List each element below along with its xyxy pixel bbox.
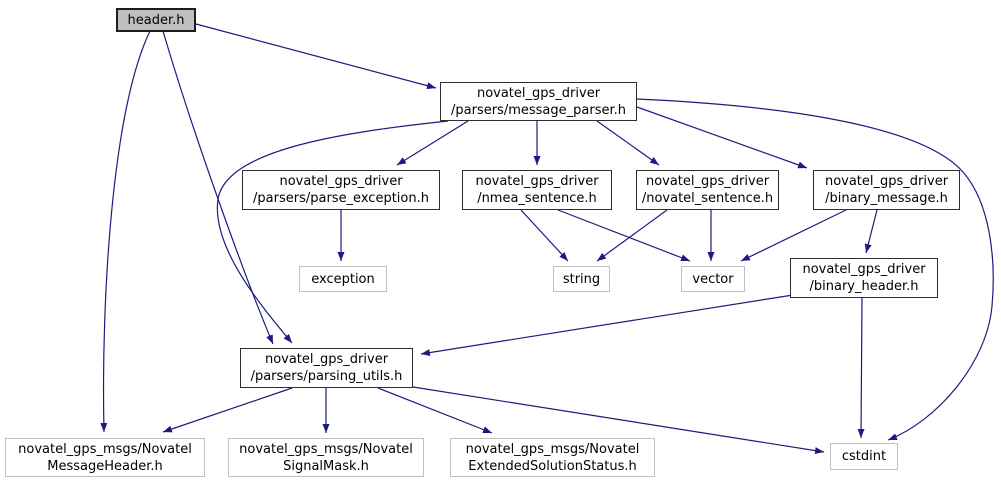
node-label: MessageHeader.h: [47, 458, 163, 474]
node-label: /parsers/parsing_utils.h: [250, 369, 403, 384]
node-label: header.h: [127, 12, 185, 28]
node-label: novatel_gps_driver: [476, 85, 601, 101]
node-label: novatel_gps_driver: [645, 174, 770, 189]
node-label: /binary_message.h: [825, 191, 948, 206]
node-label: /nmea_sentence.h: [477, 191, 597, 206]
node-label: novatel_gps_driver: [264, 352, 389, 367]
node-label: novatel_gps_driver: [802, 262, 926, 277]
edge-parsing_utils-to-extended_solution_status: [377, 387, 493, 434]
edge-message_parser-to-binary_message: [636, 106, 808, 169]
node-label: vector: [692, 271, 734, 287]
node-label: novatel_gps_driver: [279, 174, 403, 189]
node-label: /binary_header.h: [809, 279, 919, 294]
node-parsing-utils-h[interactable]: novatel_gps_driver /parsers/parsing_util…: [240, 348, 413, 388]
edge-nmea_sentence-to-string: [520, 209, 569, 262]
node-cstdint: cstdint: [830, 443, 898, 470]
node-novatel-sentence-h[interactable]: novatel_gps_driver /novatel_sentence.h: [636, 170, 779, 210]
node-binary-message-h[interactable]: novatel_gps_driver /binary_message.h: [813, 170, 960, 210]
node-label: novatel_gps_msgs/Novatel: [239, 441, 413, 457]
node-vector: vector: [681, 266, 745, 292]
node-string: string: [553, 266, 610, 292]
node-header-h[interactable]: header.h: [116, 8, 196, 32]
edge-binary_header-to-parsing_utils: [420, 294, 794, 357]
node-label: novatel_gps_driver: [824, 174, 949, 189]
node-label: exception: [311, 271, 375, 287]
node-label: ExtendedSolutionStatus.h: [468, 458, 637, 474]
edge-parsing_utils-to-novatel_message_header: [162, 387, 293, 433]
edge-header-to-novatel_message_header: [100, 30, 151, 433]
node-extended-solution-status-h: novatel_gps_msgs/Novatel ExtendedSolutio…: [450, 438, 655, 477]
node-label: cstdint: [841, 449, 887, 464]
edge-nmea_sentence-to-vector: [557, 209, 691, 262]
node-label: novatel_gps_driver: [475, 174, 599, 189]
edge-header-to-message_parser: [195, 23, 437, 90]
edge-binary_header-to-cstdint: [857, 297, 865, 439]
node-label: SignalMask.h: [283, 458, 369, 474]
node-label: novatel_gps_msgs/Novatel: [18, 441, 192, 457]
node-novatel-signal-mask-h: novatel_gps_msgs/Novatel SignalMask.h: [228, 438, 424, 477]
node-label: string: [562, 271, 601, 287]
node-label: /parsers/message_parser.h: [451, 102, 626, 118]
node-label: novatel_gps_msgs/Novatel: [465, 441, 640, 457]
node-binary-header-h[interactable]: novatel_gps_driver /binary_header.h: [790, 258, 938, 298]
node-exception: exception: [299, 266, 387, 292]
node-message-parser-h[interactable]: novatel_gps_driver /parsers/message_pars…: [440, 82, 637, 121]
edge-message_parser-to-parse_exception: [396, 120, 469, 166]
edge-novatel_sentence-to-string: [596, 209, 668, 262]
edge-message_parser-to-parsing_utils: [216, 120, 449, 344]
node-nmea-sentence-h[interactable]: novatel_gps_driver /nmea_sentence.h: [462, 170, 612, 210]
edge-binary_message-to-vector: [740, 209, 847, 262]
edge-binary_message-to-binary_header: [864, 209, 878, 254]
node-label: /novatel_sentence.h: [641, 191, 774, 206]
node-label: /parsers/parse_exception.h: [253, 191, 429, 206]
edge-message_parser-to-novatel_sentence: [596, 120, 660, 166]
node-novatel-message-header-h: novatel_gps_msgs/Novatel MessageHeader.h: [5, 438, 205, 477]
node-parse-exception-h[interactable]: novatel_gps_driver /parsers/parse_except…: [242, 170, 440, 210]
